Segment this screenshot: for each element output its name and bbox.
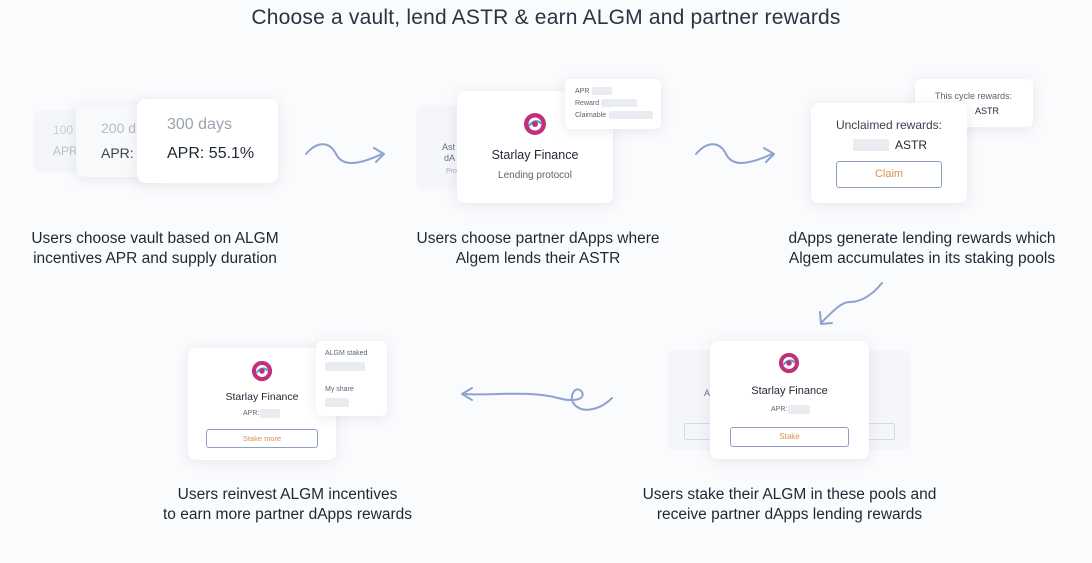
step4-caption-line2: receive partner dApps lending rewards	[656, 506, 923, 523]
step4-caption-line1: Users stake their ALGM in these pools an…	[642, 486, 937, 503]
starlay-logo-icon	[778, 352, 800, 374]
reinvest-apr-value	[260, 409, 280, 418]
step2-caption-line1: Users choose partner dApps where	[416, 230, 660, 247]
stake-button[interactable]: Stake	[730, 427, 849, 447]
pool-name: Starlay Finance	[751, 385, 828, 397]
ghost-line2: dA	[444, 153, 456, 163]
step3-caption-line2: Algem accumulates in its staking pools	[788, 250, 1056, 267]
step1-caption-line2: incentives APR and supply duration	[33, 250, 277, 267]
step5-caption-line2: to earn more partner dApps rewards	[163, 506, 412, 523]
flow-arrow-3-icon	[819, 282, 883, 325]
flow-arrow-1-icon	[305, 143, 385, 164]
vault-mid-apr: APR: 2	[101, 145, 146, 161]
step2-caption-line2: Algem lends their ASTR	[455, 250, 621, 267]
vault-card-front[interactable]: 300 days APR: 55.1%	[137, 99, 278, 183]
reinvest-card-starlay[interactable]: Starlay Finance APR: Stake more	[188, 348, 336, 460]
popup-claimable-label: Claimable	[575, 112, 607, 119]
step1-caption-line1: Users choose vault based on ALGM	[31, 230, 279, 247]
vault-front-days: 300 days	[167, 116, 232, 133]
starlay-logo-icon	[251, 360, 273, 382]
claim-button[interactable]: Claim	[836, 161, 942, 188]
unclaimed-label: Unclaimed rewards:	[835, 118, 943, 132]
step1-caption: Users choose vault based on ALGM incenti…	[0, 229, 310, 269]
reinvest-name: Starlay Finance	[225, 391, 299, 403]
dapp-name: Starlay Finance	[491, 148, 579, 162]
dapp-subtitle: Lending protocol	[498, 170, 572, 181]
vault-back-days: 100	[53, 123, 74, 137]
popup-reward-value	[601, 99, 637, 107]
vault-front-apr: APR: 55.1%	[167, 145, 255, 162]
step2-caption: Users choose partner dApps where Algem l…	[392, 229, 684, 269]
popup-reward-label: Reward	[575, 100, 600, 107]
cycle-rewards-title: This cycle rewards:	[935, 91, 1013, 101]
ghost-line3: Pro	[446, 168, 457, 175]
unclaimed-rewards-card: Unclaimed rewards: ASTR Claim	[811, 103, 967, 203]
popup-apr-label: APR	[575, 88, 590, 95]
reinvest-apr-label: APR:	[243, 410, 260, 417]
stake-more-button[interactable]: Stake more	[206, 429, 318, 448]
unclaimed-value	[853, 139, 889, 151]
pool-apr-value	[788, 405, 810, 414]
flow-arrow-2-icon	[695, 143, 775, 164]
ghost-left-text: A	[704, 388, 711, 398]
pool-card-starlay[interactable]: Starlay Finance APR: Stake	[710, 341, 869, 459]
starlay-logo-icon	[523, 112, 547, 136]
my-share-value	[325, 398, 349, 407]
vault-back-apr: APR	[53, 144, 78, 158]
dapp-details-popup: APR Reward Claimable	[565, 79, 661, 129]
step4-caption: Users stake their ALGM in these pools an…	[612, 485, 967, 525]
cycle-rewards-unit: ASTR	[975, 106, 1000, 116]
popup-apr-value	[592, 87, 612, 95]
vault-mid-days: 200 d	[101, 120, 137, 136]
pool-apr-label: APR:	[771, 406, 788, 413]
step3-caption-line1: dApps generate lending rewards which	[788, 230, 1056, 247]
ghost-line1: Ast	[442, 142, 456, 152]
step5-caption: Users reinvest ALGM incentives to earn m…	[140, 485, 435, 525]
step3-caption: dApps generate lending rewards which Alg…	[762, 229, 1082, 269]
unclaimed-unit: ASTR	[895, 138, 928, 152]
stake-details-popup: ALGM staked My share	[316, 341, 387, 416]
my-share-label: My share	[325, 386, 354, 393]
algm-staked-value	[325, 362, 365, 371]
page-title: Choose a vault, lend ASTR & earn ALGM an…	[251, 6, 841, 29]
popup-claimable-value	[609, 111, 653, 119]
step5-caption-line1: Users reinvest ALGM incentives	[177, 486, 398, 503]
flow-arrow-4-icon	[461, 387, 613, 411]
algm-staked-label: ALGM staked	[325, 350, 368, 357]
